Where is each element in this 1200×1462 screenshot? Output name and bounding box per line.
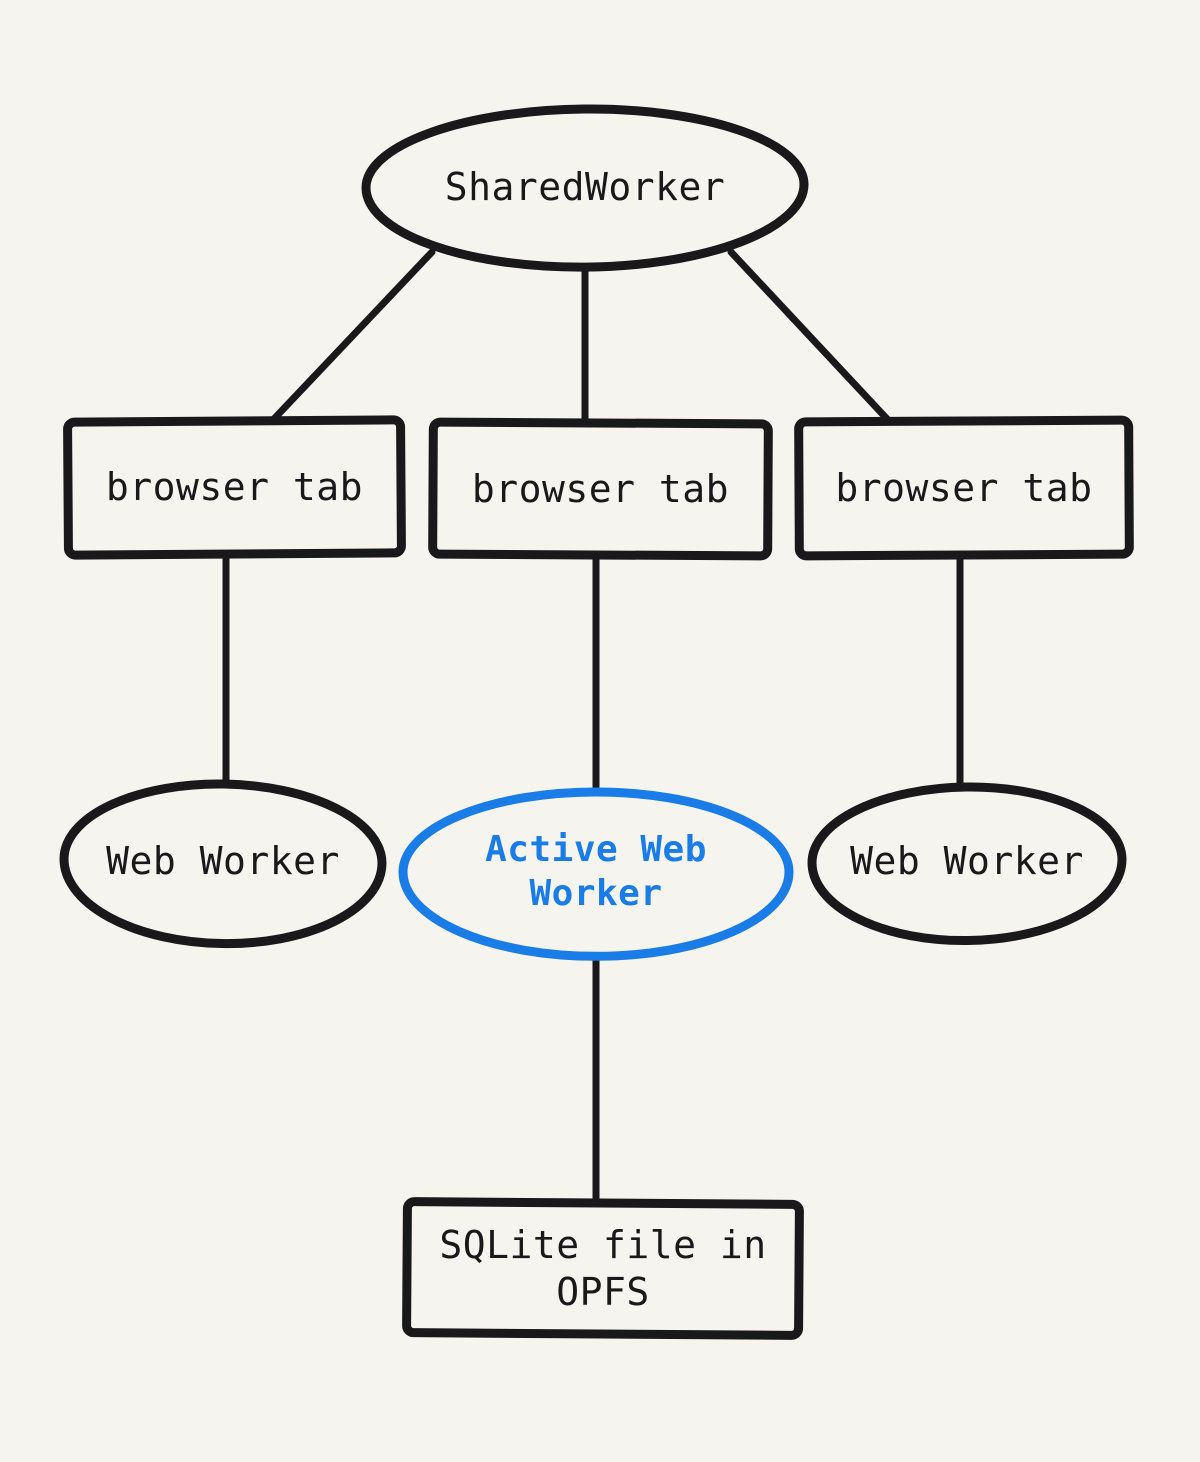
active-web-worker-node — [398, 787, 794, 961]
edge-sharedworker-to-tab-left — [268, 248, 436, 425]
browser-tab-middle-label: browser tab — [471, 466, 730, 511]
browser-tab-left-node — [63, 415, 406, 560]
sqlite-opfs-label: SQLite file in OPFS — [439, 1223, 767, 1314]
web-worker-left-node — [59, 779, 387, 949]
active-web-worker-label: Active Web Worker — [485, 829, 707, 914]
web-worker-left-label: Web Worker — [106, 838, 340, 883]
shared-worker-label: SharedWorker — [444, 164, 726, 209]
shared-worker-node — [361, 104, 809, 272]
browser-tab-right-label: browser tab — [835, 465, 1093, 510]
web-worker-right-label: Web Worker — [850, 838, 1084, 883]
browser-tab-middle-node — [428, 417, 773, 561]
browser-tab-left-label: browser tab — [105, 465, 364, 510]
browser-tab-right-node — [794, 415, 1134, 561]
web-worker-right-node — [807, 782, 1127, 946]
sqlite-opfs-node — [402, 1197, 804, 1340]
edge-sharedworker-to-tab-right — [727, 248, 893, 425]
